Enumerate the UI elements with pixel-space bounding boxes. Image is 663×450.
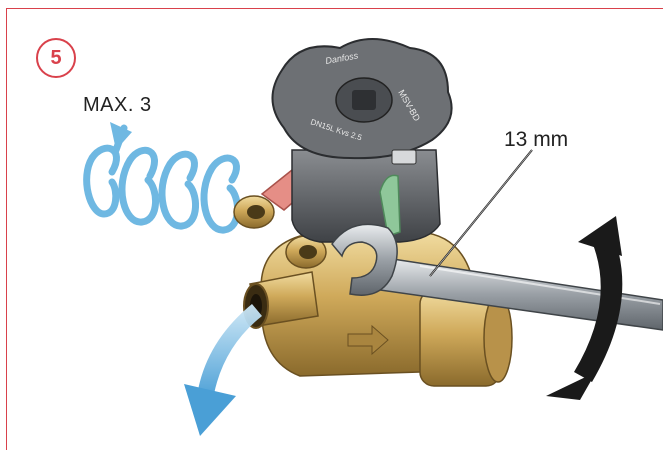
turn-direction-arrow-icon bbox=[546, 216, 623, 400]
spiral-arrowhead bbox=[110, 122, 132, 150]
frame-left-border bbox=[6, 8, 7, 450]
spiral-rotation-icon bbox=[83, 124, 241, 234]
frame-top-border bbox=[6, 8, 663, 9]
rotation-limit-label: MAX. 3 bbox=[83, 94, 152, 116]
green-indicator bbox=[379, 174, 401, 237]
flow-out-arrow-icon bbox=[184, 304, 262, 436]
wrench-size-label: 13 mm bbox=[504, 128, 569, 151]
valve-handwheel: Danfoss MSV-BD DN15L Kvs 2.5 bbox=[271, 38, 453, 243]
step-number-badge: 5 bbox=[36, 38, 76, 78]
measuring-nipples bbox=[233, 195, 327, 269]
